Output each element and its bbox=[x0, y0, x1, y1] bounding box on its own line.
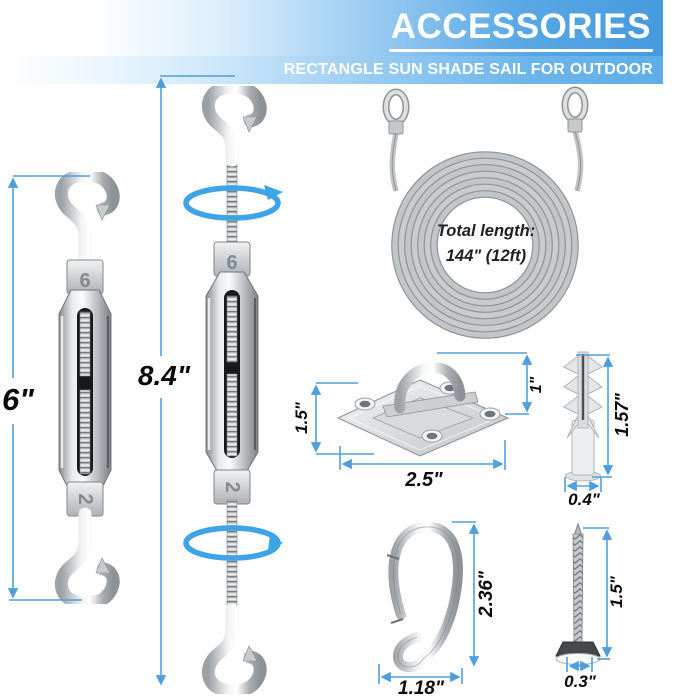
dim-label-carabiner-height: 2.36" bbox=[476, 571, 497, 617]
nut-bottom-marking: 2 bbox=[74, 493, 96, 504]
dim-label-anchor-width: 0.4" bbox=[568, 490, 600, 509]
carabiner-illustration bbox=[386, 521, 463, 672]
screw-hole bbox=[479, 407, 501, 421]
dim-label-anchor-height: 1.57" bbox=[612, 393, 632, 437]
nut-top-marking: 6 bbox=[226, 252, 237, 274]
screw-hole bbox=[354, 397, 376, 411]
gate-hinge-mark bbox=[386, 554, 400, 560]
dim-label-eye-height: 1" bbox=[528, 376, 545, 394]
dim-label-pad-eye-height: 1.5" bbox=[292, 402, 311, 434]
nut-bottom-marking: 2 bbox=[221, 481, 243, 492]
screw-illustration bbox=[555, 522, 601, 665]
dim-label-carabiner-width: 1.18" bbox=[398, 678, 444, 697]
header-banner: ACCESSORIES RECTANGLE SUN SHADE SAIL FOR… bbox=[0, 0, 663, 84]
dim-label-screw-height: 1.5" bbox=[607, 576, 626, 608]
wire-rope-total-length-title: Total length: bbox=[436, 222, 536, 240]
gate-hinge-mark bbox=[390, 618, 404, 624]
header-title-band: ACCESSORIES bbox=[0, 0, 663, 56]
turnbuckle-large-illustration: 6 2 bbox=[183, 86, 283, 694]
header-subtitle-band: RECTANGLE SUN SHADE SAIL FOR OUTDOOR bbox=[0, 56, 663, 84]
pad-eye-plate-illustration bbox=[336, 362, 510, 457]
rotation-arrow-bottom-icon bbox=[183, 525, 283, 561]
page-subtitle: RECTANGLE SUN SHADE SAIL FOR OUTDOOR bbox=[283, 61, 653, 78]
coiled-cable bbox=[391, 151, 579, 339]
anchor-barbs bbox=[563, 354, 603, 439]
hook-bottom-icon bbox=[55, 507, 120, 604]
dim-label-turnbuckle-large: 8.4" bbox=[137, 360, 191, 391]
screw-hole bbox=[421, 429, 443, 443]
wire-rope-total-length-value: 144" (12ft) bbox=[445, 247, 527, 265]
turnbuckle-small-illustration: 6 2 bbox=[55, 172, 120, 604]
dim-label-screw-width: 0.3" bbox=[564, 672, 596, 691]
eye-ring bbox=[394, 362, 466, 414]
expansion-anchor-illustration bbox=[563, 351, 603, 482]
eye-bracket bbox=[382, 391, 479, 418]
screw-head bbox=[555, 641, 601, 657]
hook-bottom-icon bbox=[202, 603, 267, 694]
dim-label-pad-eye-width: 2.5" bbox=[405, 469, 443, 491]
nut-top-marking: 6 bbox=[79, 270, 90, 292]
wire-rope-illustration bbox=[382, 86, 589, 339]
hook-top-icon bbox=[55, 172, 120, 271]
wire-lead-right bbox=[561, 86, 589, 192]
page-title: ACCESSORIES bbox=[388, 8, 653, 52]
rotation-arrow-top-icon bbox=[183, 185, 283, 221]
dim-label-turnbuckle-small: 6" bbox=[2, 382, 34, 417]
hook-top-icon bbox=[202, 86, 267, 167]
wire-lead-left bbox=[382, 88, 410, 192]
